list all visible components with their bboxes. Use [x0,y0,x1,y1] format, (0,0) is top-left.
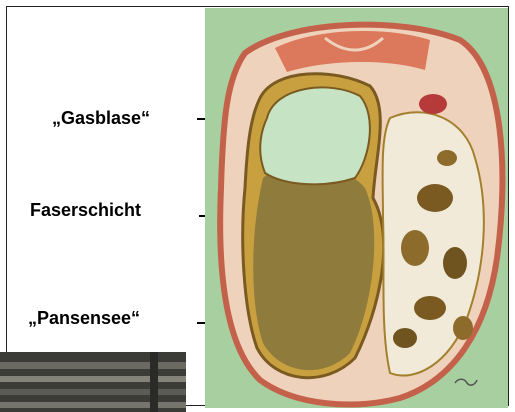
rumen-cross-section-illustration [205,8,508,408]
label-pansensee: „Pansensee“ [28,308,140,329]
bottom-photo-fragment [0,352,186,412]
label-gasblase: „Gasblase“ [52,108,150,129]
label-faserschicht: Faserschicht [30,200,141,221]
